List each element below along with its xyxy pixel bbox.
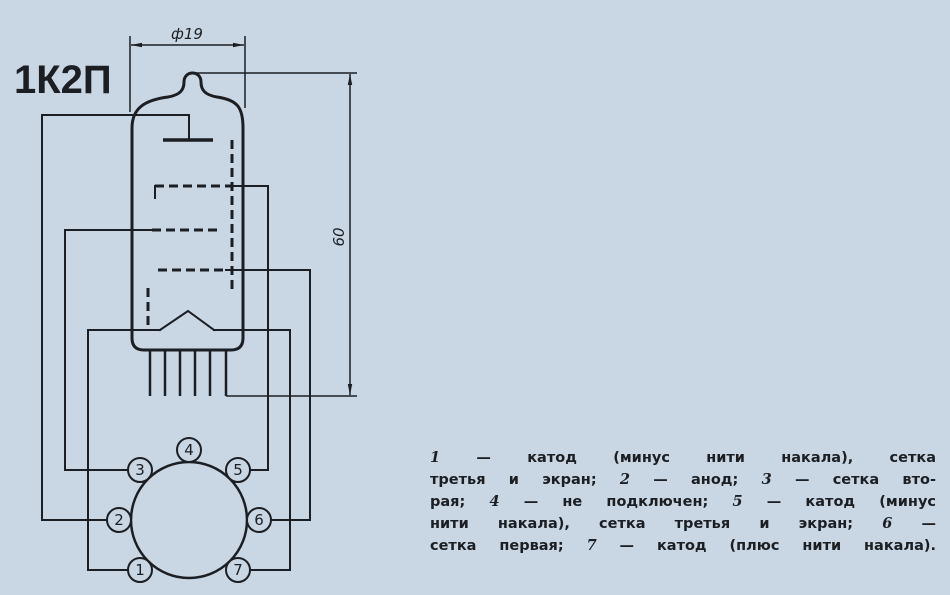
legend-line: 1 — катод (минус нити накала), сетка xyxy=(430,449,936,466)
pin-circle xyxy=(106,507,132,533)
wire-pin2-anode xyxy=(41,114,190,521)
legend-line: сетка первая; 7 — катод (плюс нити накал… xyxy=(430,537,936,554)
pin-number: 6 xyxy=(254,511,264,529)
pin-circle xyxy=(127,457,153,483)
anode xyxy=(41,114,213,521)
tube-envelope xyxy=(130,71,245,352)
diameter-label: ф19 xyxy=(171,25,203,43)
pin-4: 4 xyxy=(176,437,202,463)
wire-pin7-filament-plus xyxy=(213,329,291,571)
legend-line: нити накала), сетка третья и экран; 6 — xyxy=(430,515,936,532)
wire-pin5-grid3 xyxy=(231,185,269,471)
pin-circle xyxy=(127,557,153,583)
pin-1: 1 xyxy=(127,557,153,583)
height-label: 60 xyxy=(330,227,348,246)
wire-pin1-filament-minus xyxy=(87,329,161,571)
legend-line: рая; 4 — не подключен; 5 — катод (минус xyxy=(430,493,936,510)
legend-line: третья и экран; 2 — анод; 3 — сетка вто- xyxy=(430,471,936,488)
pin-number: 7 xyxy=(233,561,243,579)
pin-2: 2 xyxy=(106,507,132,533)
pin-number: 4 xyxy=(184,441,194,459)
filament xyxy=(87,309,291,571)
pinout-legend: 1 — катод (минус нити накала), сетка трет… xyxy=(430,447,936,557)
tube-type-title: 1К2П xyxy=(14,58,112,102)
pin-circle xyxy=(246,507,272,533)
diameter-dimension: ф19 xyxy=(129,25,246,112)
pin-circle xyxy=(176,437,202,463)
pin-number: 2 xyxy=(114,511,124,529)
pin-3: 3 xyxy=(127,457,153,483)
pin-5: 5 xyxy=(225,457,251,483)
pin-number: 1 xyxy=(135,561,145,579)
grid-second xyxy=(64,228,218,471)
pin-circle xyxy=(225,457,251,483)
height-dimension: 60 xyxy=(193,72,357,397)
pin-circle xyxy=(225,557,251,583)
tube-base-pins xyxy=(148,350,228,396)
pin-number: 3 xyxy=(135,461,145,479)
pin-7: 7 xyxy=(225,557,251,583)
pin-6: 6 xyxy=(246,507,272,533)
wire-pin3-grid2 xyxy=(64,229,153,471)
grid-third xyxy=(154,184,269,471)
filament-wire xyxy=(158,309,216,332)
pin-number: 5 xyxy=(233,461,243,479)
